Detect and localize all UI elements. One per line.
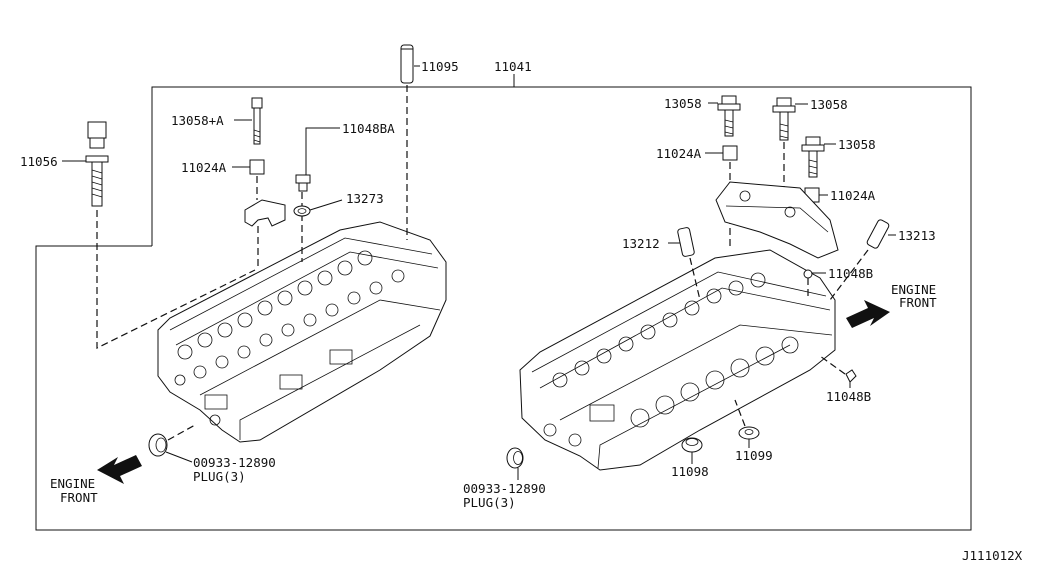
leader-plug-left xyxy=(165,451,193,463)
part-plug-right[interactable] xyxy=(506,447,524,469)
label-13058-top2: 13058 xyxy=(810,97,848,112)
diagram-id-code: J111012X xyxy=(962,548,1023,563)
assembly-frame xyxy=(35,86,972,531)
label-11048b-upper: 11048B xyxy=(828,266,873,281)
label-plug-left-name: PLUG(3) xyxy=(193,469,246,484)
part-11048ba-plug[interactable] xyxy=(295,174,311,192)
part-11098-seal[interactable] xyxy=(681,437,703,453)
label-11041: 11041 xyxy=(494,59,532,74)
engine-front-arrow-left-icon xyxy=(97,455,142,484)
cylinder-head-left[interactable] xyxy=(157,221,447,443)
label-11095: 11095 xyxy=(421,59,459,74)
label-engine-front-right-1: ENGINE xyxy=(891,282,936,297)
label-plug-right-name: PLUG(3) xyxy=(463,495,516,510)
label-11024a-right: 11024A xyxy=(656,146,702,161)
part-13058-right-bolt[interactable] xyxy=(801,136,825,178)
label-plug-left-number: 00933-12890 xyxy=(193,455,276,470)
part-11024a-left-washer[interactable] xyxy=(249,159,265,175)
label-13273: 13273 xyxy=(346,191,384,206)
label-13058-right: 13058 xyxy=(838,137,876,152)
part-11048b-lower-plug[interactable] xyxy=(845,369,857,383)
part-11048b-upper-plug[interactable] xyxy=(803,269,813,279)
part-11056-bolt[interactable] xyxy=(85,121,109,207)
label-11048ba: 11048BA xyxy=(342,121,395,136)
label-11024a-right2: 11024A xyxy=(830,188,876,203)
leader-13273 xyxy=(309,199,343,211)
leader-11099-dash xyxy=(734,399,746,427)
part-camshaft-bracket[interactable] xyxy=(244,199,286,227)
part-13212-pin[interactable] xyxy=(677,227,695,257)
label-11099: 11099 xyxy=(735,448,773,463)
engine-front-arrow-right-icon xyxy=(846,300,890,328)
label-13058-top: 13058 xyxy=(664,96,702,111)
part-13273-seal[interactable] xyxy=(293,205,311,217)
label-11056: 11056 xyxy=(20,154,58,169)
leader-plug-left-dash xyxy=(167,424,196,441)
label-plug-right-number: 00933-12890 xyxy=(463,481,546,496)
part-13058-top2-bolt[interactable] xyxy=(772,97,796,141)
part-camshaft-bracket-right[interactable] xyxy=(715,181,839,259)
label-13212: 13212 xyxy=(622,236,660,251)
part-13058-plus-a-bolt[interactable] xyxy=(251,97,263,145)
label-11048b-lower: 11048B xyxy=(826,389,871,404)
part-11095-pin[interactable] xyxy=(400,44,414,84)
label-13213: 13213 xyxy=(898,228,936,243)
label-engine-front-left-1: ENGINE xyxy=(50,476,95,491)
label-11024a-left: 11024A xyxy=(181,160,227,175)
part-11024a-right-washer[interactable] xyxy=(722,145,738,161)
leader-11048b-lower-dash xyxy=(819,355,846,375)
leader-13212-dash xyxy=(689,257,701,301)
part-11099-seal[interactable] xyxy=(738,426,760,440)
label-11098: 11098 xyxy=(671,464,709,479)
part-plug-left[interactable] xyxy=(148,433,168,457)
cylinder-head-right[interactable] xyxy=(519,249,836,471)
label-engine-front-right-2: FRONT xyxy=(899,295,937,310)
label-13058-plus-a: 13058+A xyxy=(171,113,224,128)
part-13058-top-bolt[interactable] xyxy=(717,95,741,137)
leader-11048ba xyxy=(305,127,340,175)
label-engine-front-left-2: FRONT xyxy=(60,490,98,505)
leader-11056 xyxy=(96,210,256,349)
part-13213-pin[interactable] xyxy=(866,219,890,249)
